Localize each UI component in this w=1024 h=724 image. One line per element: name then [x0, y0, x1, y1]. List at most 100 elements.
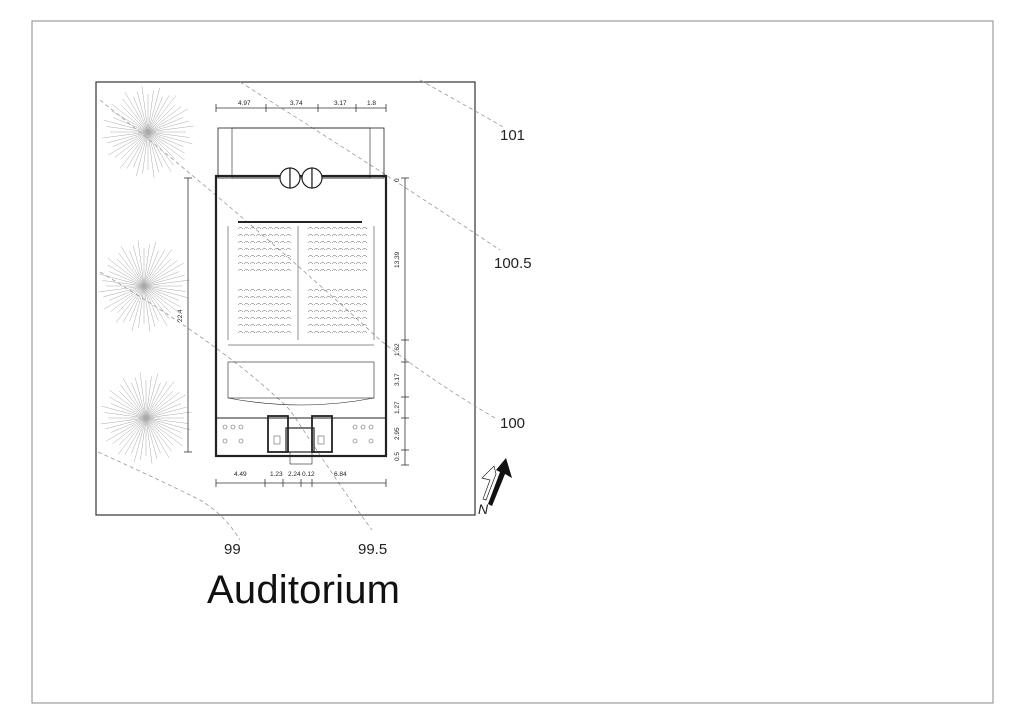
seat: [361, 234, 368, 237]
seat: [267, 262, 274, 265]
tree-stroke: [124, 92, 149, 133]
seat: [261, 303, 268, 306]
tree-stroke: [147, 90, 154, 133]
dim-top-3: 3.17: [334, 100, 347, 107]
seat: [319, 317, 326, 320]
seat: [261, 248, 268, 251]
dim-bottom-1: 4.49: [234, 471, 247, 478]
tree-stroke: [133, 131, 149, 168]
seat: [255, 241, 262, 244]
seat: [355, 289, 362, 292]
contour-lines: [97, 79, 506, 541]
dim-top-4: 1.8: [367, 100, 376, 107]
seat: [267, 248, 274, 251]
seat: [273, 324, 280, 327]
seat: [279, 317, 286, 320]
tree-stroke: [110, 403, 147, 419]
seat: [313, 241, 320, 244]
tree-stroke: [147, 95, 170, 133]
seat: [355, 324, 362, 327]
seat: [355, 317, 362, 320]
tree-stroke: [108, 285, 145, 301]
seat: [343, 331, 350, 334]
tree-stroke: [126, 131, 149, 169]
dim-right-6: 2.95: [394, 427, 401, 440]
seat: [355, 241, 362, 244]
seat: [307, 303, 314, 306]
tree-stroke: [103, 285, 145, 298]
tree-stroke: [119, 131, 149, 169]
seat: [313, 255, 320, 258]
seat: [313, 248, 320, 251]
seat: [331, 234, 338, 237]
seat: [355, 296, 362, 299]
dim-bottom-3: 2.24: [288, 471, 301, 478]
tree-stroke: [143, 285, 181, 308]
tree-stroke: [147, 131, 160, 173]
seat: [349, 310, 356, 313]
seat: [307, 331, 314, 334]
seat: [331, 296, 338, 299]
tree-stroke: [106, 417, 147, 442]
seat: [243, 262, 250, 265]
tree-stroke: [122, 285, 145, 323]
tree-stroke: [145, 417, 153, 464]
seat: [285, 248, 292, 251]
seat: [319, 331, 326, 334]
seat: [267, 255, 274, 258]
seat: [331, 303, 338, 306]
seat: [279, 324, 286, 327]
seat: [319, 296, 326, 299]
seat: [307, 310, 314, 313]
seat: [325, 324, 332, 327]
seat: [273, 317, 280, 320]
tree-stroke: [102, 131, 149, 139]
tree-stroke: [108, 271, 145, 287]
contour-label-99-5: 99.5: [358, 541, 387, 558]
seat: [249, 255, 256, 258]
seat: [307, 324, 314, 327]
seat: [285, 241, 292, 244]
tree-stroke: [147, 87, 161, 133]
seat: [349, 289, 356, 292]
seat: [337, 303, 344, 306]
seat: [349, 234, 356, 237]
tree-stroke: [145, 417, 174, 446]
seat: [273, 296, 280, 299]
tree-stroke: [135, 131, 149, 177]
seat: [355, 227, 362, 230]
seat: [285, 331, 292, 334]
tree-stroke: [145, 376, 152, 419]
seat: [325, 227, 332, 230]
seat: [319, 262, 326, 265]
tree-stroke: [147, 108, 188, 133]
seat: [325, 248, 332, 251]
seat: [313, 269, 320, 272]
seat: [249, 296, 256, 299]
seat: [343, 248, 350, 251]
seat: [261, 262, 268, 265]
trees: [98, 86, 194, 464]
seat: [313, 331, 320, 334]
tree-stroke: [107, 264, 145, 287]
tree-stroke: [129, 285, 145, 322]
tree-stroke: [145, 417, 183, 447]
seat: [307, 317, 314, 320]
seat: [273, 310, 280, 313]
seat: [361, 303, 368, 306]
seat: [255, 262, 262, 265]
seat: [331, 324, 338, 327]
tree-stroke: [141, 86, 149, 133]
restroom-right: [311, 415, 333, 453]
tree-stroke: [147, 125, 194, 133]
seat: [243, 310, 250, 313]
north-arrow-icon: N: [478, 458, 512, 517]
tree-stroke: [138, 285, 145, 328]
seat: [273, 331, 280, 334]
tree-stroke: [145, 417, 158, 459]
tree-stroke: [118, 390, 147, 419]
tree-stroke: [116, 258, 145, 287]
seat: [279, 262, 286, 265]
seat: [267, 324, 274, 327]
seat: [343, 255, 350, 258]
